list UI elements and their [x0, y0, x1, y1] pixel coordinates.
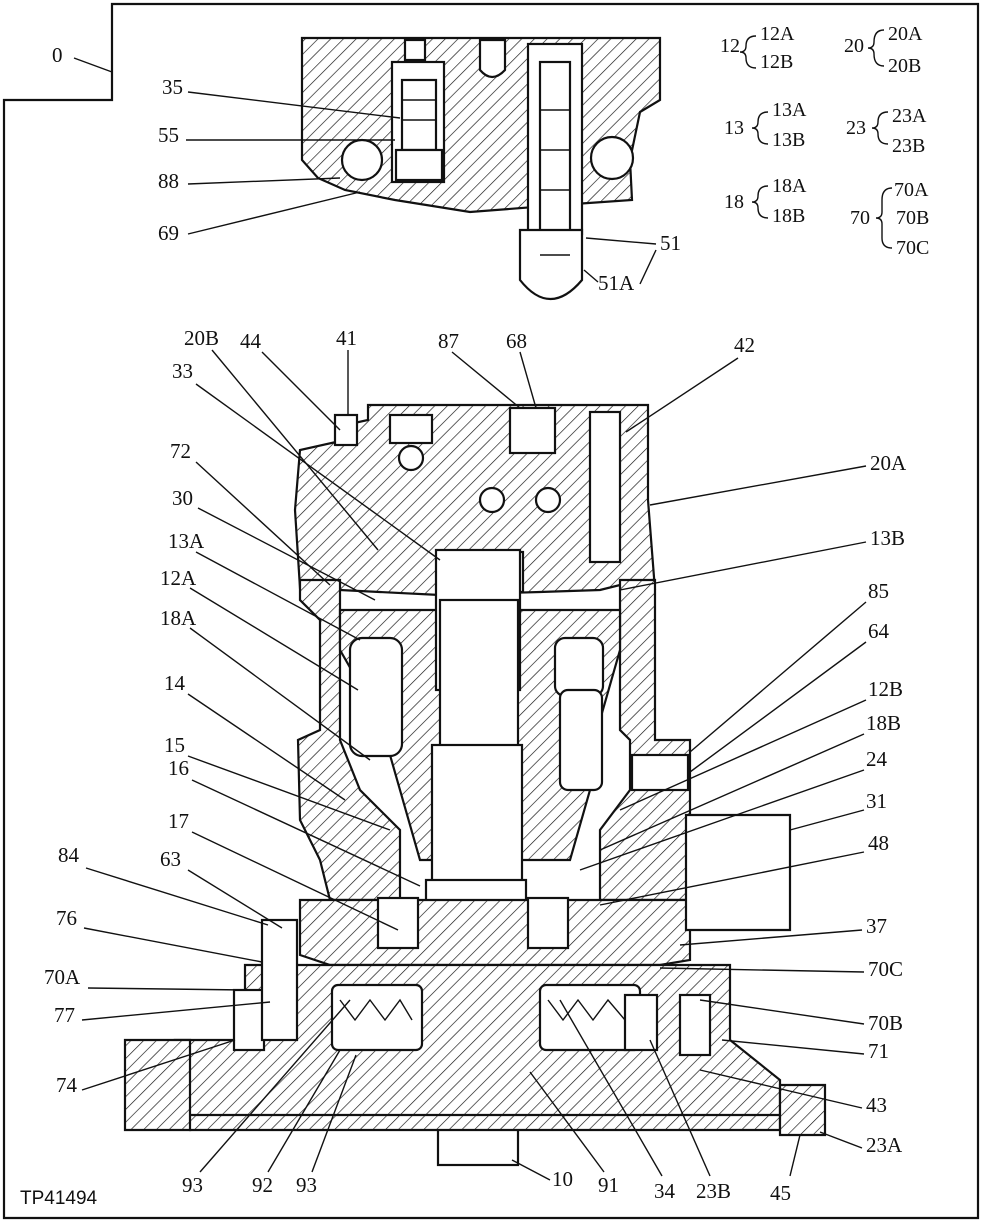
svg-text:87: 87	[438, 329, 459, 353]
bracket-70: 70 70A 70B 70C	[850, 179, 929, 259]
svg-text:45: 45	[770, 1181, 791, 1205]
svg-text:13B: 13B	[870, 526, 905, 550]
bracket-20: 20 20A 20B	[844, 23, 923, 77]
svg-text:18B: 18B	[866, 711, 901, 735]
svg-text:20B: 20B	[184, 326, 219, 350]
svg-text:12B: 12B	[868, 677, 903, 701]
callouts-top: 35 55 88 69 51 51A	[158, 75, 681, 295]
callouts-left: 20B 44 41 33 72 30 13A 12A 18A 14 15 16 …	[44, 326, 441, 1097]
svg-text:17: 17	[168, 809, 189, 833]
svg-text:70B: 70B	[896, 207, 929, 229]
svg-text:72: 72	[170, 439, 191, 463]
svg-text:18B: 18B	[772, 205, 805, 227]
view-number-leader	[73, 57, 113, 73]
mounting-flange	[123, 1038, 192, 1132]
svg-text:23: 23	[846, 117, 866, 139]
svg-text:14: 14	[164, 671, 186, 695]
bracket-23: 23 23A 23B	[846, 105, 927, 157]
callouts-right: 20A 13B 85 64 12B 18B 24 31 48 37 70C 70…	[579, 451, 907, 1157]
svg-text:42: 42	[734, 333, 755, 357]
svg-text:12: 12	[720, 35, 740, 57]
svg-text:23B: 23B	[696, 1179, 731, 1203]
svg-text:64: 64	[868, 619, 890, 643]
svg-text:41: 41	[336, 326, 357, 350]
bracket-13: 13 13A 13B	[724, 99, 807, 151]
svg-text:13: 13	[724, 117, 744, 139]
svg-text:24: 24	[866, 747, 888, 771]
svg-text:70A: 70A	[44, 965, 81, 989]
side-valve-block	[684, 813, 792, 932]
bracket-12: 12 12A 12B	[720, 23, 795, 73]
svg-text:30: 30	[172, 486, 193, 510]
svg-text:70C: 70C	[868, 957, 903, 981]
svg-text:93: 93	[182, 1173, 203, 1197]
figure-id: TP41494	[20, 1188, 98, 1209]
svg-text:18A: 18A	[772, 175, 807, 197]
svg-text:20: 20	[844, 35, 864, 57]
svg-text:48: 48	[868, 831, 889, 855]
svg-text:18A: 18A	[160, 606, 197, 630]
svg-text:12A: 12A	[760, 23, 795, 45]
svg-text:85: 85	[868, 579, 889, 603]
callouts-top-center: 87 68 42	[438, 329, 755, 433]
valve-block-detail	[300, 36, 662, 301]
svg-text:51: 51	[660, 231, 681, 255]
svg-text:88: 88	[158, 169, 179, 193]
svg-text:15: 15	[164, 733, 185, 757]
svg-text:23B: 23B	[892, 135, 925, 157]
relief-valve	[390, 60, 446, 184]
housing-left-wall	[296, 578, 402, 902]
svg-text:18: 18	[724, 191, 744, 213]
view-number-label: 0	[52, 43, 63, 67]
svg-text:13A: 13A	[168, 529, 205, 553]
svg-text:35: 35	[162, 75, 183, 99]
brake-housing	[298, 898, 692, 967]
bracket-legend: 12 12A 12B 20 20A 20B 13 13A 13B 23 23A …	[720, 23, 929, 259]
svg-text:37: 37	[866, 914, 887, 938]
svg-text:55: 55	[158, 123, 179, 147]
svg-text:23A: 23A	[892, 105, 927, 127]
svg-text:33: 33	[172, 359, 193, 383]
svg-text:70C: 70C	[896, 237, 929, 259]
svg-text:34: 34	[654, 1179, 676, 1203]
bracket-18: 18 18A 18B	[724, 175, 807, 227]
svg-text:63: 63	[160, 847, 181, 871]
svg-text:13B: 13B	[772, 129, 805, 151]
svg-text:93: 93	[296, 1173, 317, 1197]
svg-text:20A: 20A	[870, 451, 907, 475]
svg-text:51A: 51A	[598, 271, 635, 295]
callouts-bottom: 93 92 93 10 91 34 23B 45	[182, 999, 801, 1205]
svg-text:20A: 20A	[888, 23, 923, 45]
svg-text:77: 77	[54, 1003, 75, 1027]
svg-text:69: 69	[158, 221, 179, 245]
svg-text:10: 10	[552, 1167, 573, 1191]
svg-text:70: 70	[850, 207, 870, 229]
svg-text:16: 16	[168, 756, 189, 780]
spool-valve	[518, 42, 584, 301]
svg-text:71: 71	[868, 1039, 889, 1063]
svg-text:23A: 23A	[866, 1133, 903, 1157]
svg-text:84: 84	[58, 843, 80, 867]
motor-assembly	[123, 403, 827, 1167]
svg-text:12B: 12B	[760, 51, 793, 73]
svg-text:74: 74	[56, 1073, 78, 1097]
svg-text:91: 91	[598, 1173, 619, 1197]
svg-text:70B: 70B	[868, 1011, 903, 1035]
svg-text:43: 43	[866, 1093, 887, 1117]
svg-text:13A: 13A	[772, 99, 807, 121]
svg-text:20B: 20B	[888, 55, 921, 77]
svg-text:31: 31	[866, 789, 887, 813]
svg-text:12A: 12A	[160, 566, 197, 590]
svg-text:68: 68	[506, 329, 527, 353]
svg-text:70A: 70A	[894, 179, 929, 201]
svg-text:76: 76	[56, 906, 77, 930]
svg-text:44: 44	[240, 329, 262, 353]
svg-text:92: 92	[252, 1173, 273, 1197]
